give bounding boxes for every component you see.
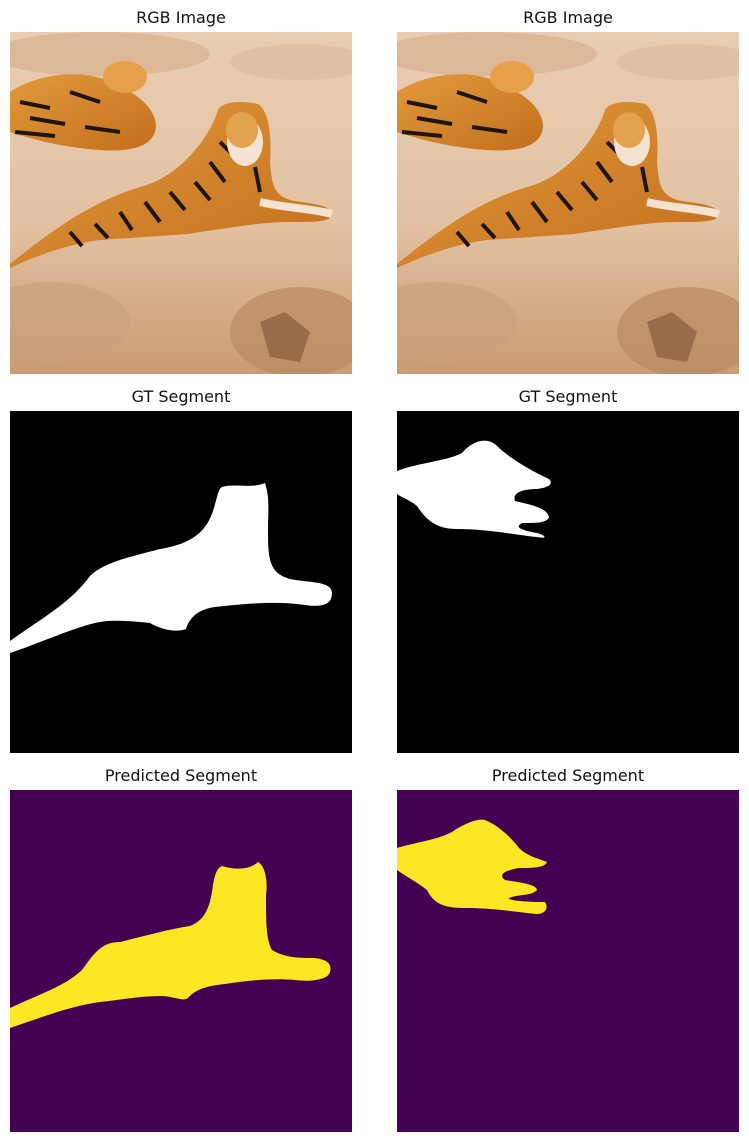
panel-title-pred-left: Predicted Segment bbox=[104, 766, 258, 785]
panel-title-rgb-left: RGB Image bbox=[136, 8, 226, 27]
gt-segment-left bbox=[10, 411, 352, 753]
predicted-segment-right bbox=[397, 790, 739, 1132]
panel-title-gt-left: GT Segment bbox=[131, 387, 231, 406]
rgb-image-left bbox=[10, 32, 352, 374]
pred-mask-main-tiger bbox=[10, 862, 331, 1028]
panel-title-gt-right: GT Segment bbox=[518, 387, 618, 406]
panel-title-rgb-right: RGB Image bbox=[523, 8, 613, 27]
panel-title-pred-right: Predicted Segment bbox=[491, 766, 645, 785]
pred-mask-background-tiger bbox=[397, 819, 547, 914]
gt-segment-right bbox=[397, 411, 739, 753]
gt-mask-background-tiger bbox=[397, 440, 551, 538]
rgb-image-right bbox=[397, 32, 739, 374]
gt-mask-main-tiger bbox=[10, 483, 332, 653]
predicted-segment-left bbox=[10, 790, 352, 1132]
